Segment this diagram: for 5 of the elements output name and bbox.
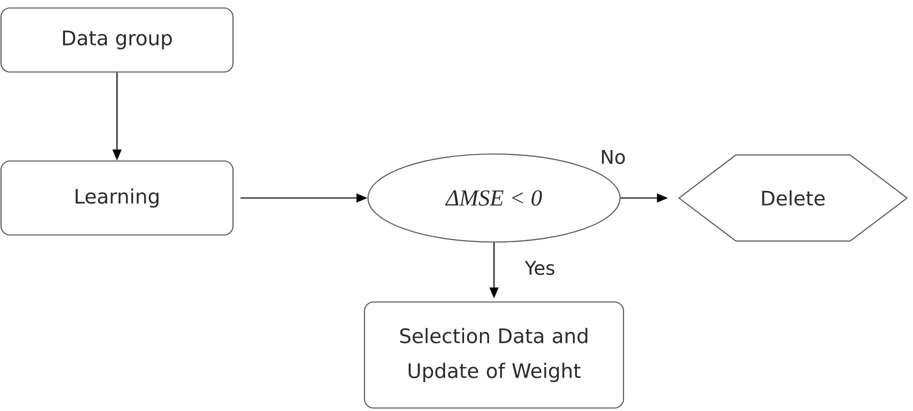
process-box: Selection Data and Update of Weight <box>364 301 624 409</box>
process-box: Learning <box>0 160 234 236</box>
process-box: Data group <box>0 7 234 73</box>
hexagon-box: Delete <box>678 154 908 242</box>
edge-label: Yes <box>524 260 556 276</box>
